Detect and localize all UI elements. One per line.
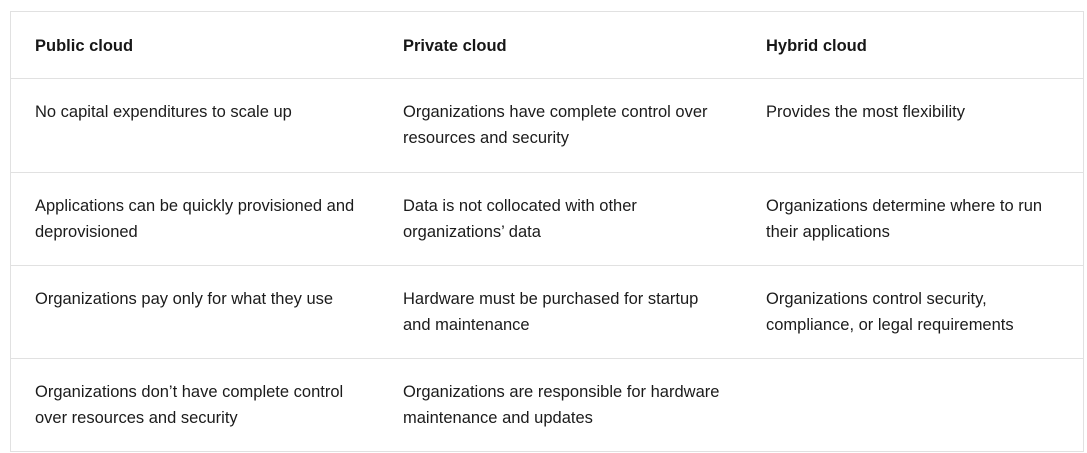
cell-text: Organizations determine where to run the… <box>766 196 1043 242</box>
table-cell: Organizations don’t have complete contro… <box>11 358 379 452</box>
cell-text: Organizations pay only for what they use <box>35 289 334 308</box>
table-cell: Provides the most flexibility <box>742 78 1083 173</box>
table-row: Applications can be quickly provisioned … <box>11 172 1083 266</box>
table-header-row: Public cloud Private cloud Hybrid cloud <box>11 12 1083 79</box>
table-row: No capital expenditures to scale up Orga… <box>11 78 1083 173</box>
table-cell: Organizations have complete control over… <box>379 78 742 173</box>
cell-text: Organizations don’t have complete contro… <box>35 382 344 428</box>
cell-text: Organizations are responsible for hardwa… <box>403 382 720 428</box>
cell-text: Provides the most flexibility <box>766 102 965 121</box>
cell-text: Organizations have complete control over… <box>403 102 708 148</box>
cloud-comparison-table: Public cloud Private cloud Hybrid cloud … <box>11 12 1083 452</box>
cell-text: Data is not collocated with other organi… <box>403 196 637 242</box>
cell-text: Organizations control security, complian… <box>766 289 1014 335</box>
table-cell: No capital expenditures to scale up <box>11 78 379 173</box>
cloud-comparison-table-container: Public cloud Private cloud Hybrid cloud … <box>10 11 1084 452</box>
table-cell: Organizations control security, complian… <box>742 265 1083 359</box>
table-cell: Organizations determine where to run the… <box>742 172 1083 266</box>
table-cell: Applications can be quickly provisioned … <box>11 172 379 266</box>
cell-text: Hardware must be purchased for startup a… <box>403 289 699 335</box>
table-row: Organizations don’t have complete contro… <box>11 358 1083 452</box>
column-header-private-cloud: Private cloud <box>379 12 742 79</box>
column-header-public-cloud: Public cloud <box>11 12 379 79</box>
cell-text: Applications can be quickly provisioned … <box>35 196 355 242</box>
table-cell: Data is not collocated with other organi… <box>379 172 742 266</box>
table-cell <box>742 358 1083 452</box>
column-header-hybrid-cloud: Hybrid cloud <box>742 12 1083 79</box>
table-cell: Organizations pay only for what they use <box>11 265 379 359</box>
table-cell: Hardware must be purchased for startup a… <box>379 265 742 359</box>
cell-text: No capital expenditures to scale up <box>35 102 292 121</box>
table-cell: Organizations are responsible for hardwa… <box>379 358 742 452</box>
table-row: Organizations pay only for what they use… <box>11 265 1083 359</box>
